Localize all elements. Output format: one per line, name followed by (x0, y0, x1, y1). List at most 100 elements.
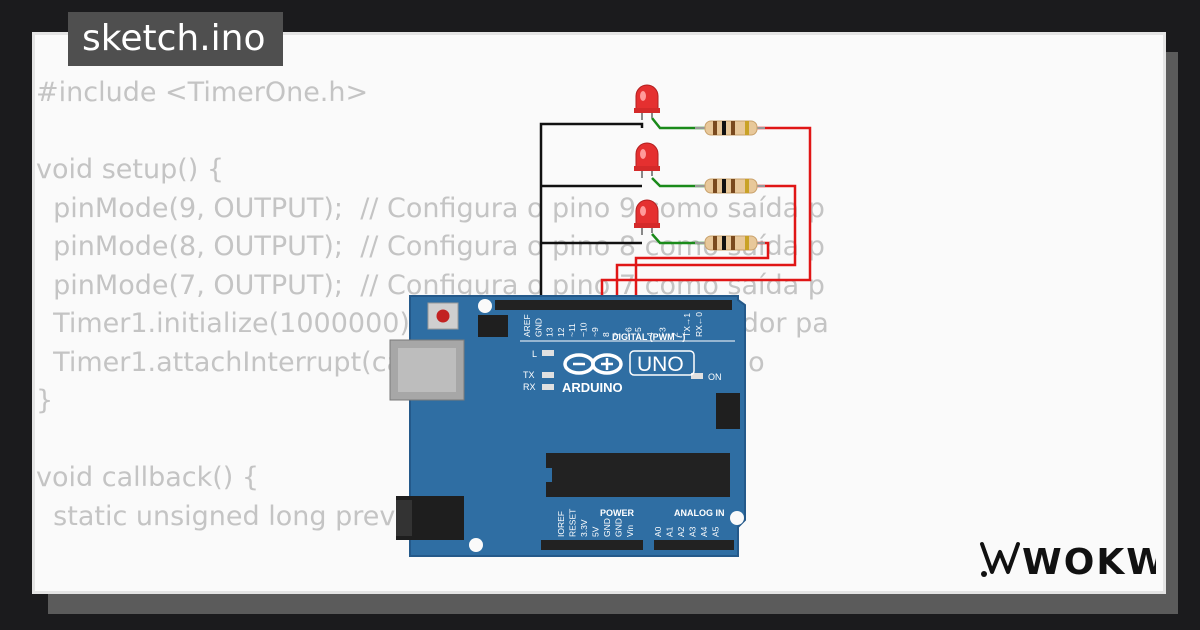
wokwi-logo-dot (981, 571, 987, 577)
logo-loop-right (591, 353, 623, 375)
uno-label-box (629, 350, 695, 376)
pin-label: A1 (665, 526, 675, 537)
pin-label: GND (614, 518, 624, 537)
pin-label: ~6 (624, 327, 634, 337)
pin-label: Vin (625, 525, 635, 537)
pin-label: A4 (699, 526, 709, 537)
chip-notch (546, 468, 552, 482)
on-led (691, 373, 703, 379)
led-highlight (640, 149, 646, 159)
pin-label: 7 (612, 332, 622, 337)
pin-label: 12 (556, 327, 566, 337)
pin-label: A3 (688, 526, 698, 537)
pin-label: 3.3V (579, 519, 589, 537)
resistor-band (713, 179, 717, 193)
led-rim (634, 108, 660, 113)
usb-port-inner (398, 348, 456, 392)
on-label: ON (708, 372, 722, 382)
wokwi-logo-w (980, 542, 1020, 574)
led-rim (634, 223, 660, 228)
resistor[interactable] (695, 120, 765, 136)
pin-label: ~3 (657, 327, 667, 337)
rx-led (542, 384, 554, 390)
led-7[interactable] (634, 199, 660, 235)
resistor-band (722, 236, 726, 250)
mount-hole (478, 299, 492, 313)
resistor-band (745, 179, 749, 193)
resistor-band (731, 179, 735, 193)
microcontroller-chip (546, 453, 730, 497)
reset-button[interactable] (436, 309, 450, 323)
rx-label: RX (523, 382, 536, 392)
pin-label: ~9 (590, 327, 600, 337)
arduino-logo (563, 353, 623, 375)
pin-label: ~5 (633, 327, 643, 337)
wokwi-logo[interactable]: WOKWi (976, 530, 1156, 590)
pin-label: 4 (645, 332, 655, 337)
resistor-band (722, 179, 726, 193)
file-tab[interactable]: sketch.ino (68, 12, 284, 66)
code-line: #include <TimerOne.h> (36, 77, 369, 108)
pin-label: 13 (545, 327, 555, 337)
wire-green-3 (651, 233, 705, 245)
led-8[interactable] (634, 142, 660, 178)
resistor-band (731, 121, 735, 135)
code-line: void callback() { (36, 462, 260, 493)
analog-label: ANALOG IN (674, 508, 725, 518)
model-text: UNO (637, 353, 684, 376)
wire-black-gnd (539, 122, 644, 300)
code-line: pinMode(7, OUTPUT); // Configura o pino … (36, 269, 825, 301)
pin-label: A0 (653, 526, 663, 537)
arduino-uno-board[interactable]: DIGITAL (PWM ~) L TX RX ON ARDUINO UNO P… (389, 295, 746, 557)
wire-green-1 (651, 117, 705, 130)
pin-label: 5V (591, 526, 601, 537)
pin-label: A5 (711, 526, 721, 537)
wires (539, 117, 812, 300)
led-9[interactable] (634, 84, 660, 120)
pin-label: 2 (670, 332, 680, 337)
mount-hole (469, 538, 483, 552)
wire-red-pin7 (634, 241, 770, 300)
led-body (635, 199, 659, 228)
power-label: POWER (600, 508, 635, 518)
pin-label: RX←0 (694, 312, 704, 337)
resistor-band (713, 121, 717, 135)
power-header (541, 540, 643, 550)
resistors (695, 120, 765, 251)
icsp-header-2 (716, 393, 740, 429)
pin-label: GND (533, 318, 543, 337)
led-body (635, 84, 659, 113)
wire-red-pin9 (600, 126, 812, 300)
power-jack-front (396, 500, 412, 536)
wire-green-2 (651, 177, 705, 188)
resistor[interactable] (695, 235, 765, 251)
wire-red-pin8 (615, 184, 797, 300)
analog-header (654, 540, 734, 550)
led-rim (634, 166, 660, 171)
resistor[interactable] (695, 178, 765, 194)
led-highlight (640, 91, 646, 101)
resistor-band (731, 236, 735, 250)
resistor-band (722, 121, 726, 135)
brand-text: ARDUINO (562, 380, 623, 395)
pin-label: ~10 (579, 322, 589, 337)
pin-label: 8 (601, 332, 611, 337)
digital-label: DIGITAL (PWM ~) (612, 332, 685, 342)
pin-label: RESET (568, 509, 578, 537)
resistor-band (745, 121, 749, 135)
l-led (542, 350, 554, 356)
tx-label: TX (523, 370, 535, 380)
pin-label: ~11 (567, 323, 577, 337)
icsp-header (478, 315, 508, 337)
resistor-band (713, 236, 717, 250)
pin-label: A2 (676, 526, 686, 537)
leds (634, 84, 660, 235)
pin-label: AREF (522, 314, 532, 337)
pin-label: GND (602, 518, 612, 537)
l-led-label: L (532, 349, 537, 359)
led-highlight (640, 206, 646, 216)
